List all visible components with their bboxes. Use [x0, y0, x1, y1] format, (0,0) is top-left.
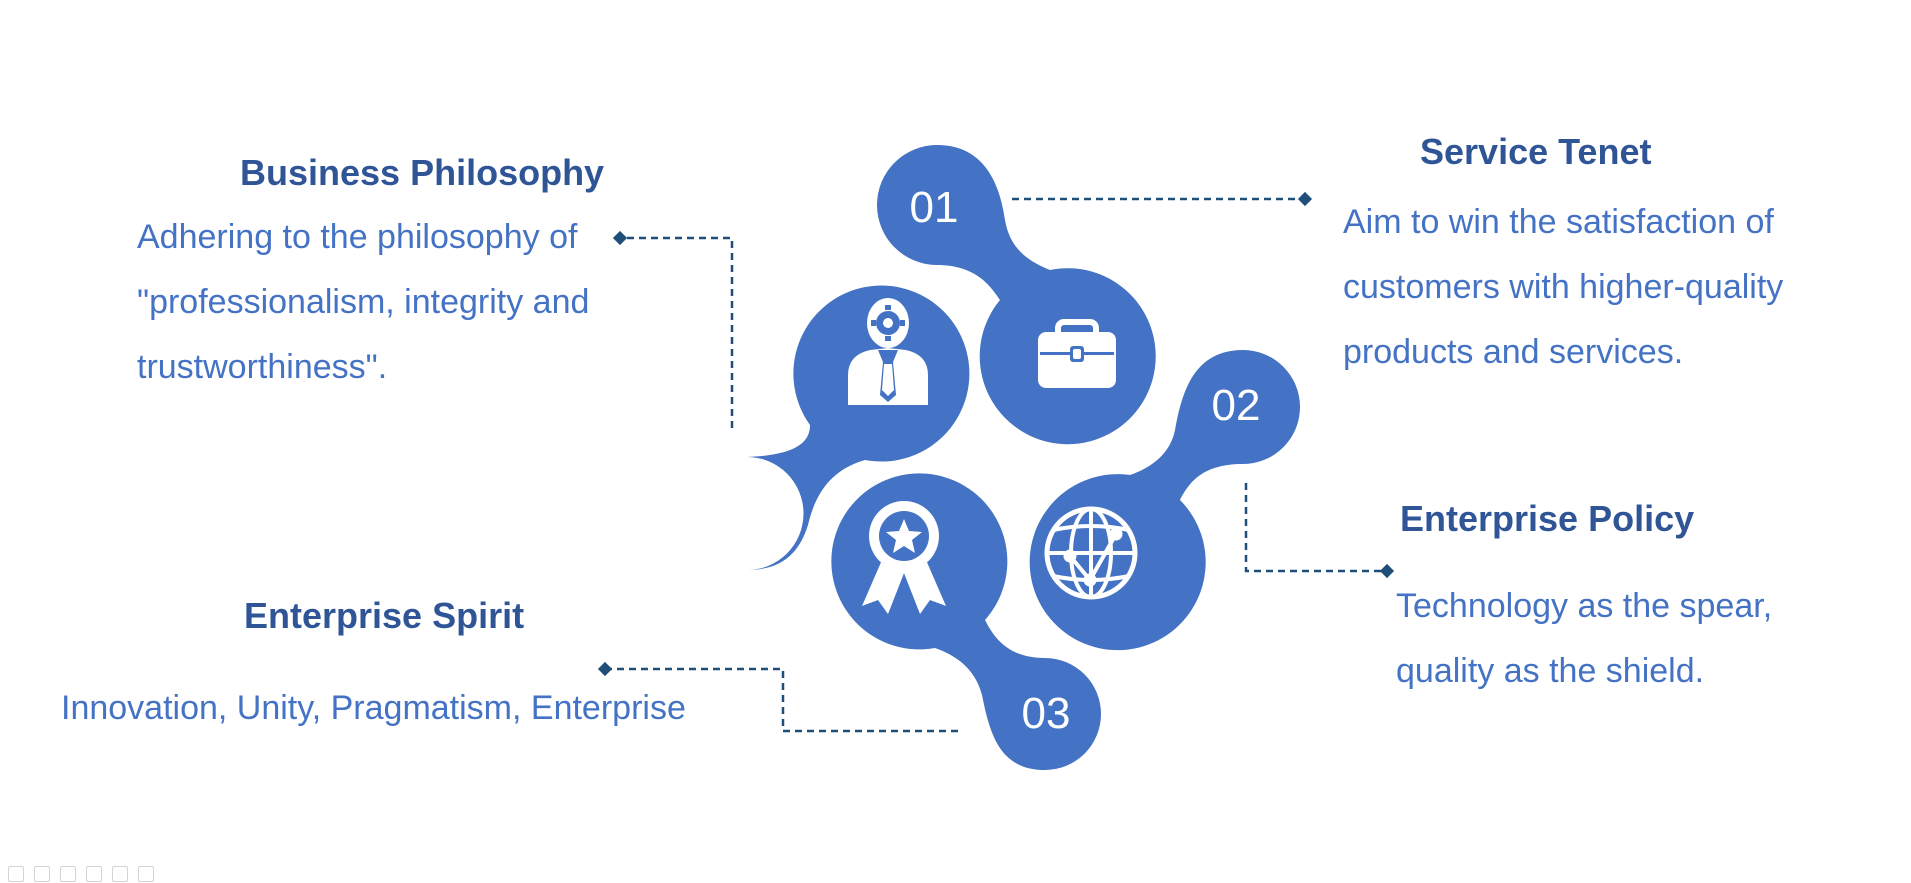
- enterprise-policy-line-1: Technology as the spear,: [1396, 587, 1773, 625]
- slides-icon[interactable]: [34, 866, 50, 882]
- node-03-number: 03: [1022, 689, 1071, 738]
- business-philosophy-title: Business Philosophy: [240, 152, 605, 193]
- globe-icon: [1044, 506, 1138, 600]
- connector-endpoints: [597, 191, 1395, 677]
- connector-04: [620, 236, 734, 428]
- eraser-icon[interactable]: [86, 866, 102, 882]
- node-shapes: [747, 145, 1300, 770]
- connector-01-endpoint: [1297, 191, 1313, 207]
- award-ribbon-icon: [862, 501, 946, 614]
- service-tenet-line-2: customers with higher-quality: [1343, 268, 1784, 306]
- enterprise-policy-text: Technology as the spear, quality as the …: [1396, 574, 1772, 704]
- connectors: [605, 197, 1387, 733]
- enterprise-policy-line-2: quality as the shield.: [1396, 652, 1705, 690]
- enterprise-spirit-text: Innovation, Unity, Pragmatism, Enterpris…: [61, 676, 686, 741]
- node-02-number: 02: [1212, 381, 1261, 430]
- enterprise-spirit-line-1: Innovation, Unity, Pragmatism, Enterpris…: [61, 689, 686, 727]
- laser-icon[interactable]: [138, 866, 154, 882]
- person-gear-icon: [848, 298, 928, 405]
- node-01-number: 01: [910, 183, 959, 232]
- connector-03-endpoint: [597, 661, 613, 677]
- service-tenet-line-3: products and services.: [1343, 333, 1684, 371]
- node-04-number: 04: [721, 493, 770, 542]
- node-02-blob: [1029, 350, 1300, 651]
- business-philosophy-line-2: "professionalism, integrity and: [137, 283, 590, 321]
- business-philosophy-line-3: trustworthiness".: [137, 348, 388, 386]
- service-tenet-text: Aim to win the satisfaction of customers…: [1343, 190, 1783, 385]
- briefcase-icon: [1038, 319, 1116, 388]
- pointer-icon[interactable]: [112, 866, 128, 882]
- enterprise-spirit-title: Enterprise Spirit: [244, 595, 525, 636]
- connector-02: [1244, 483, 1387, 573]
- connector-02-endpoint: [1379, 563, 1395, 579]
- enterprise-policy-title: Enterprise Policy: [1400, 498, 1695, 539]
- service-tenet-line-1: Aim to win the satisfaction of: [1343, 203, 1774, 241]
- service-tenet-title: Service Tenet: [1420, 131, 1652, 172]
- node-numbers: 01 02 03 04: [721, 183, 1261, 738]
- pen-icon[interactable]: [8, 866, 24, 882]
- connector-04-endpoint: [612, 230, 628, 246]
- marker-icon[interactable]: [60, 866, 76, 882]
- business-philosophy-text: Adhering to the philosophy of "professio…: [137, 205, 589, 400]
- connector-03: [605, 667, 958, 733]
- presentation-toolbar: [8, 866, 154, 882]
- business-philosophy-line-1: Adhering to the philosophy of: [137, 218, 578, 256]
